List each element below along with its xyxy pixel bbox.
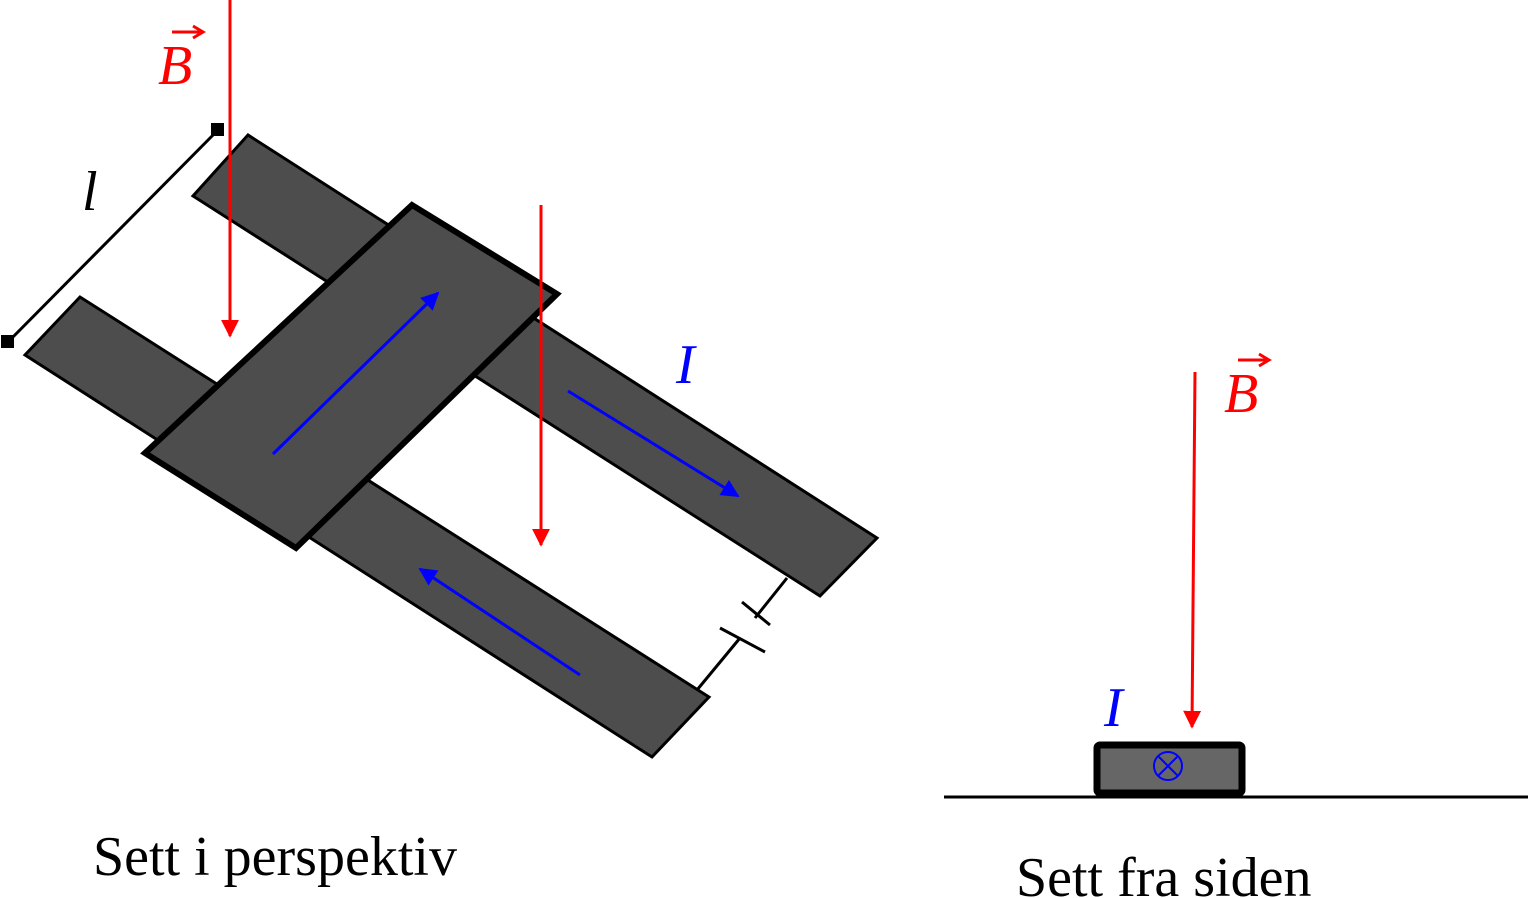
current-label-side: I <box>1103 677 1125 739</box>
caption-side: Sett fra siden <box>1016 847 1311 898</box>
length-label: l <box>82 161 98 223</box>
caption-perspective: Sett i perspektiv <box>93 826 457 888</box>
field-arrow-side <box>1183 371 1202 729</box>
current-label: I <box>675 334 697 396</box>
current-arrow-lower <box>418 567 581 677</box>
perspective-view: l B I <box>1 0 880 759</box>
current-arrow-bar <box>271 291 440 456</box>
into-page-symbol <box>1153 751 1183 781</box>
battery-symbol <box>695 577 789 691</box>
svg-text:B: B <box>158 35 192 97</box>
current-arrow-upper <box>567 389 740 498</box>
b-field-label-side: B <box>1224 352 1272 425</box>
side-view: B I <box>944 352 1528 799</box>
length-dimension <box>1 123 224 348</box>
bar-cross-section <box>1093 741 1246 797</box>
b-field-label: B <box>158 24 206 97</box>
svg-text:B: B <box>1224 363 1258 425</box>
